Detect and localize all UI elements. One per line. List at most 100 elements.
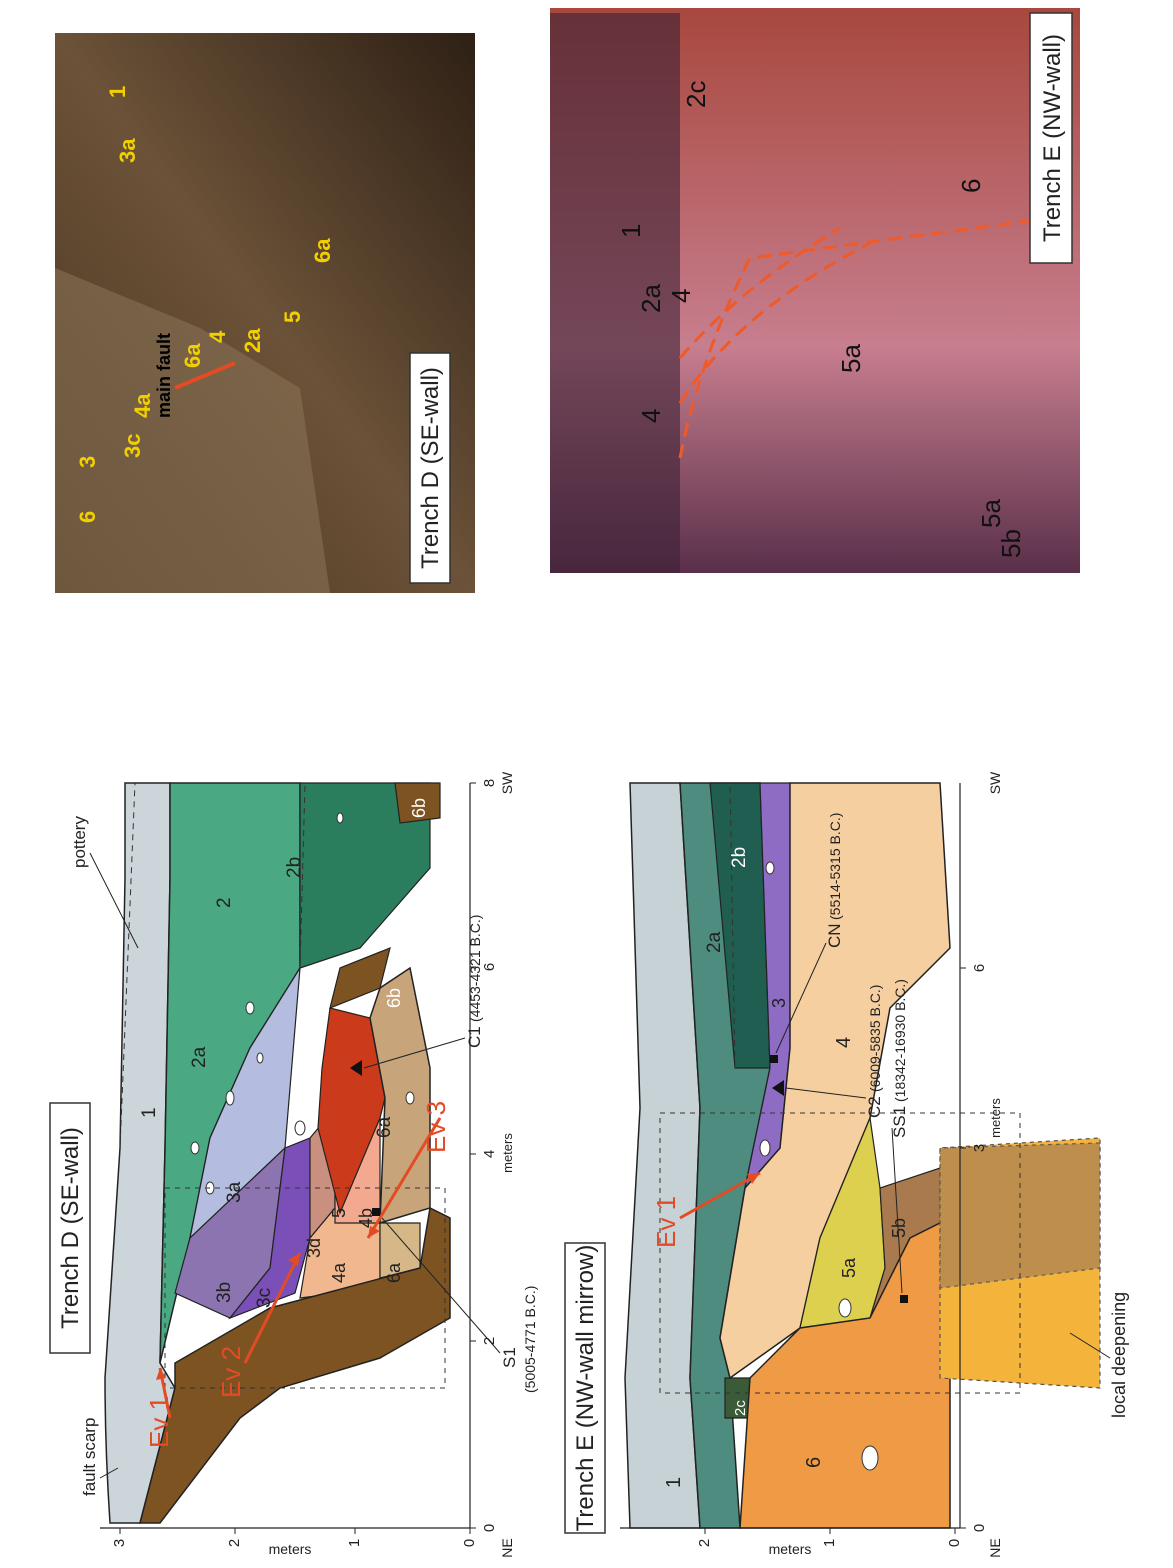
photo-unit-label: 3c — [120, 434, 145, 458]
photo-unit-label: 5a — [836, 344, 866, 373]
clast — [226, 1091, 234, 1105]
photo-unit-label: 4a — [130, 393, 155, 418]
clast — [839, 1299, 851, 1317]
annotation-c1-date: (4453-4321 B.C.) — [467, 915, 483, 1022]
unit-label: 4a — [329, 1262, 349, 1283]
event-label-ev2: Ev 2 — [216, 1346, 246, 1398]
clast — [191, 1142, 199, 1154]
trench-d-end-sw: SW — [499, 771, 515, 794]
unit-label: 2b — [284, 857, 305, 878]
main-fault-label: main fault — [154, 333, 174, 418]
y-tick-label: 0 — [946, 1539, 963, 1547]
s1-sample-marker — [372, 1208, 380, 1216]
unit-label: 5a — [839, 1257, 859, 1278]
trench-d-log: Trench D (SE-wall) — [50, 771, 538, 1558]
unit-label: 4 — [833, 1037, 855, 1048]
unit-label: 2 — [214, 897, 235, 908]
trench-e-x-axis-label: meters — [988, 1098, 1003, 1138]
trench-e-photo: 1 2a 2c 4 4 5a 5a 5b 6 Trench E (NW-wall… — [550, 8, 1080, 573]
trench-e-end-ne: NE — [987, 1538, 1003, 1557]
unit-label: 1 — [663, 1477, 685, 1488]
annotation-c2-date: (6009-5835 B.C.) — [867, 985, 883, 1092]
annotation-ss1-date: (18342-16930 B.C.) — [892, 979, 908, 1102]
clast — [257, 1053, 263, 1063]
photo-unit-label: 2a — [636, 284, 666, 313]
photo-unit-label: 6a — [180, 343, 205, 368]
ss1-sample-marker — [900, 1295, 908, 1303]
cn-sample-marker — [770, 1055, 778, 1063]
trench-d-title: Trench D (SE-wall) — [57, 1127, 84, 1329]
unit-label: 6b — [409, 798, 429, 818]
x-tick-label: 0 — [481, 1524, 498, 1532]
unit-label: 5b — [889, 1218, 909, 1238]
annotation-cn-date: (5514-5315 B.C.) — [827, 813, 843, 920]
photo-unit-label: 5 — [280, 311, 305, 323]
y-tick-label: 1 — [346, 1539, 363, 1547]
annotation-c1-label: C1 — [465, 1026, 484, 1048]
x-tick-label: 4 — [481, 1150, 498, 1158]
trench-e-log: Trench E (NW-wall mirrow) 0 3 6 0 1 2 me… — [565, 771, 1129, 1558]
unit-label: 6a — [374, 1116, 395, 1138]
annotation-c2-label: C2 — [865, 1096, 884, 1118]
y-tick-label: 2 — [696, 1539, 713, 1547]
unit-label: 2b — [729, 847, 750, 868]
event-label-ev1: Ev 1 — [144, 1396, 174, 1448]
unit-label: 1 — [139, 1107, 160, 1118]
unit-label: 2a — [704, 931, 725, 953]
photo-unit-label: 3a — [115, 138, 140, 163]
annotation-fault-scarp: fault scarp — [80, 1418, 99, 1496]
unit-label: 6b — [209, 1462, 230, 1483]
unit-label: 6 — [803, 1457, 825, 1468]
y-tick-label: 2 — [226, 1539, 243, 1547]
photo-unit-label: 3 — [75, 456, 100, 468]
clast — [337, 813, 343, 823]
trench-d-x-axis-label: meters — [500, 1133, 515, 1173]
unit-label: 2a — [189, 1046, 210, 1068]
annotation-pottery: pottery — [70, 816, 89, 868]
photo-unit-label: 1 — [616, 224, 646, 238]
trench-d-photo: main fault 6 3 3c 4a 6a 4 2a 5 6a 3a 1 T… — [55, 33, 475, 593]
clast — [295, 1121, 305, 1135]
photo-unit-label: 6a — [310, 238, 335, 263]
annotation-s1-label: S1 — [500, 1347, 519, 1368]
x-tick-label: 6 — [481, 963, 498, 971]
unit-label: 6b — [384, 988, 404, 1008]
unit-label: 2c — [732, 1400, 749, 1416]
photo-unit-label: 6 — [75, 511, 100, 523]
annotation-cn-label: CN — [825, 923, 844, 948]
trench-d-y-axis-label: meters — [269, 1541, 312, 1557]
x-tick-label: 0 — [971, 1524, 988, 1532]
unit-label: 3c — [254, 1288, 275, 1308]
unit-label: 3b — [214, 1282, 235, 1303]
annotation-local-deepening: local deepening — [1109, 1292, 1129, 1418]
x-tick-label: 3 — [971, 1144, 988, 1152]
annotation-s1-date: (5005-4771 B.C.) — [522, 1286, 538, 1393]
y-tick-label: 0 — [461, 1539, 478, 1547]
event-label-ev1: Ev 1 — [651, 1196, 681, 1248]
photo-unit-label: 5a — [976, 499, 1006, 528]
trench-e-title: Trench E (NW-wall mirrow) — [572, 1245, 599, 1532]
x-tick-label: 6 — [971, 964, 988, 972]
unit-label: 3a — [224, 1181, 245, 1203]
photo-unit-label: 2a — [240, 328, 265, 353]
photo-unit-label: 4 — [666, 289, 696, 303]
y-tick-label: 1 — [821, 1539, 838, 1547]
annotation-ss1-label: SS1 — [890, 1106, 909, 1138]
trench-e-end-sw: SW — [987, 771, 1003, 794]
photo-unit-label: 6 — [956, 179, 986, 193]
clast — [406, 1092, 414, 1104]
clast — [862, 1446, 878, 1470]
x-tick-label: 8 — [481, 779, 498, 787]
unit-label: 6a — [384, 1262, 404, 1283]
y-tick-label: 3 — [111, 1539, 128, 1547]
trench-d-photo-caption: Trench D (SE-wall) — [417, 367, 444, 569]
trench-e-photo-caption: Trench E (NW-wall) — [1039, 34, 1066, 242]
photo-unit-label: 4 — [205, 330, 230, 343]
photo-unit-label: 4 — [636, 409, 666, 423]
clast — [760, 1140, 770, 1156]
photo-unit-label: 1 — [105, 86, 130, 98]
trench-d-end-ne: NE — [499, 1538, 515, 1557]
photo-unit-label: 2c — [681, 81, 711, 108]
